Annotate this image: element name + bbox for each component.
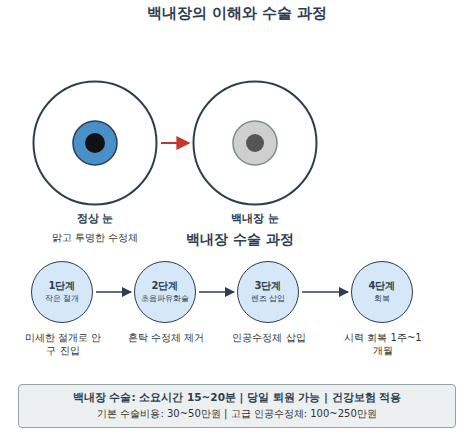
eyeball xyxy=(34,82,157,205)
step-description: 인공수정체 삽입 xyxy=(226,332,312,345)
step-name: 렌즈 삽입 xyxy=(251,294,286,304)
eye-caption: 백내장 눈 xyxy=(170,212,340,226)
section-heading: 백내장 수술 과정 xyxy=(160,231,320,249)
pupil xyxy=(85,133,105,153)
info-detail: 기본 수술비용: 30~50만원 | 고급 인공수정체: 100~250만원 xyxy=(27,408,447,421)
step-circle: 3단계렌즈 삽입인공수정체 삽입 xyxy=(237,261,299,323)
step-number: 2단계 xyxy=(152,280,179,293)
flow-arrow xyxy=(161,142,189,144)
iris xyxy=(73,121,117,165)
eye-label: 백내장 눈 xyxy=(170,212,340,226)
cataract-eye: 백내장 눈 xyxy=(192,80,318,206)
flow-arrow xyxy=(96,291,131,293)
step-name: 초음파유화술 xyxy=(141,294,189,304)
flow-arrow xyxy=(199,291,234,293)
step-name: 작은 절개 xyxy=(45,294,80,304)
step-name: 회복 xyxy=(374,294,390,304)
flow-arrow xyxy=(302,291,348,293)
info-box: 백내장 수술: 소요시간 15~20분 | 당일 퇴원 가능 | 건강보험 적용… xyxy=(18,384,456,428)
step-number: 3단계 xyxy=(255,280,282,293)
iris xyxy=(233,121,277,165)
eye-caption: 정상 눈맑고 투명한 수정체 xyxy=(10,212,180,244)
step-circle: 4단계회복시력 회복 1주~1개월 xyxy=(351,261,413,323)
eyeball xyxy=(194,82,317,205)
step-number: 4단계 xyxy=(369,280,396,293)
eye-illustration xyxy=(192,80,318,206)
normal-eye: 정상 눈맑고 투명한 수정체 xyxy=(32,80,158,206)
eye-description: 맑고 투명한 수정체 xyxy=(10,232,180,245)
pupil xyxy=(246,134,264,152)
step-description: 시력 회복 1주~1개월 xyxy=(340,332,426,357)
step-circle: 1단계작은 절개미세한 절개로 안구 진입 xyxy=(31,261,93,323)
step-circle: 2단계초음파유화술혼탁 수정체 제거 xyxy=(134,261,196,323)
step-description: 혼탁 수정체 제거 xyxy=(123,332,209,345)
info-heading: 백내장 수술: 소요시간 15~20분 | 당일 퇴원 가능 | 건강보험 적용 xyxy=(27,391,447,404)
step-number: 1단계 xyxy=(49,280,76,293)
diagram-title: 백내장의 이해와 수술 과정 xyxy=(0,4,474,23)
eye-label: 정상 눈 xyxy=(10,212,180,226)
eye-illustration xyxy=(32,80,158,206)
step-description: 미세한 절개로 안구 진입 xyxy=(20,332,106,357)
